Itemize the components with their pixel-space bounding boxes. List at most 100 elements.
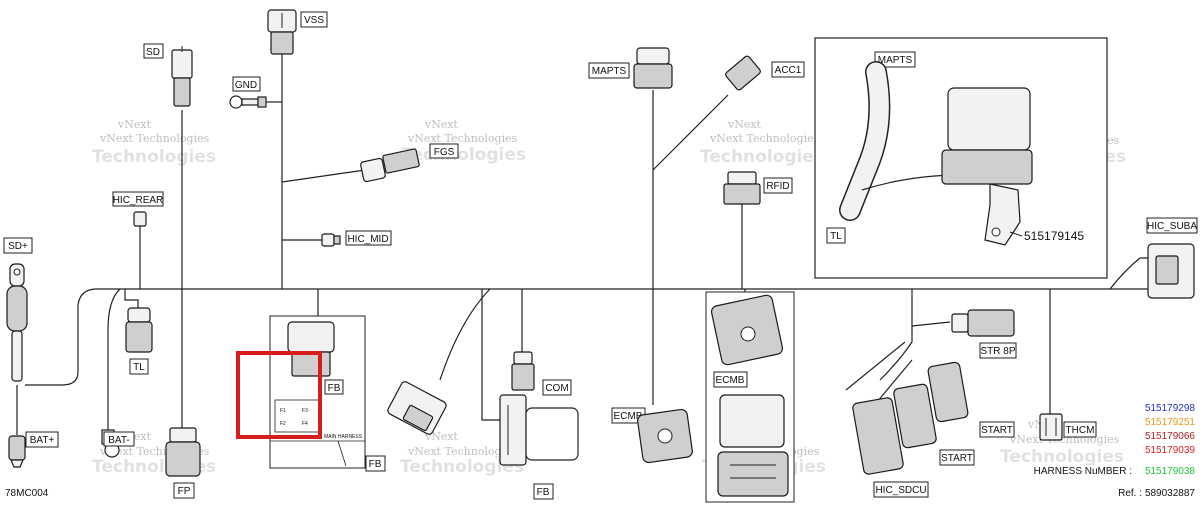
fb-com-block[interactable]	[499, 394, 579, 466]
hic-suba-connector[interactable]	[1147, 243, 1195, 299]
fuse-box-relay[interactable]	[287, 321, 335, 377]
thcm-connector-body	[1039, 413, 1063, 441]
hic-rear-connector-body	[133, 211, 147, 227]
watermark-text: vNext Technologies	[709, 132, 820, 145]
fuse-f1-label: F1	[280, 408, 286, 414]
rfid-connector-latch	[727, 171, 757, 185]
ecmb-left-connector-port	[657, 428, 673, 444]
tl-connector-latch	[127, 307, 151, 323]
thcm-connector[interactable]	[1039, 413, 1063, 441]
ecmb-left-connector[interactable]	[637, 408, 693, 464]
fp-connector[interactable]	[165, 427, 201, 477]
start-2-label-box	[939, 449, 975, 466]
ecmb-right-connector-bottom[interactable]	[717, 394, 789, 497]
thcm-label-box	[1063, 421, 1097, 438]
str-8p-connector-latch	[951, 313, 969, 333]
sd-plus-terminal-hole	[13, 268, 21, 276]
mapts-connector-body	[633, 63, 673, 89]
inset-sensor[interactable]	[941, 87, 1033, 246]
fgs-connector-body	[360, 157, 386, 183]
inset-tl-label: TL	[830, 231, 842, 242]
watermark-text: vNext Technologies	[99, 132, 210, 145]
watermark-text: vNext	[424, 430, 459, 443]
fb-com-block-mount	[499, 394, 527, 466]
rfid-connector[interactable]	[723, 171, 761, 205]
hic-suba-connector-plug	[1155, 255, 1179, 285]
hic-mid-connector[interactable]	[321, 233, 341, 247]
sd-plus-wire	[25, 288, 96, 386]
bat-plus-label: BAT+	[30, 435, 55, 446]
acc1-connector-body	[725, 55, 761, 91]
bat-minus-label: BAT-	[108, 435, 129, 446]
acc1-connector[interactable]	[724, 55, 761, 91]
sd-connector[interactable]	[171, 46, 193, 107]
sd-plus-terminal-boot	[6, 285, 28, 332]
bat-plus-label-box	[25, 431, 59, 448]
acc1-label: ACC1	[775, 65, 802, 76]
relay-wire	[439, 288, 491, 381]
harness-wires	[25, 52, 1155, 430]
com-connector[interactable]	[511, 351, 535, 391]
sdcu-wire	[879, 289, 913, 381]
str-8p-connector-body	[967, 309, 1015, 337]
fgs-connector[interactable]	[360, 148, 420, 183]
fb-com-label-box	[533, 483, 554, 500]
fp-connector-body	[165, 441, 201, 477]
watermark-text: Technologies	[400, 457, 524, 477]
hic-rear-connector[interactable]	[133, 211, 147, 227]
watermark-text: Technologies	[402, 145, 526, 165]
ground-ring-terminal[interactable]	[229, 95, 267, 109]
hic-suba-label-box	[1146, 217, 1198, 234]
hic-sdcu-label: HIC_SDCU	[875, 485, 926, 496]
fb-com-label: FB	[537, 487, 550, 498]
inset-sensor-bolt-hole	[991, 227, 1001, 237]
relay-connector[interactable]	[386, 380, 447, 435]
fgs-wire	[281, 169, 366, 183]
fuse-f4-label: F4	[302, 421, 308, 427]
ecmb-left-label: ECMB	[614, 411, 643, 422]
ecmb-right-connector-top[interactable]	[710, 294, 784, 366]
start-1-label-box	[979, 421, 1015, 438]
bat-plus-terminal-tip	[10, 459, 24, 468]
tl-wire	[124, 289, 139, 308]
ground-ring-icon	[229, 95, 243, 109]
vss-label-box	[300, 11, 328, 28]
sd-plus-terminal-sleeve	[11, 330, 23, 382]
fb-com-wire	[481, 289, 500, 421]
sd-plus-label: SD+	[8, 241, 28, 252]
hic-sdcu-connectors[interactable]	[845, 341, 969, 475]
bat-plus-terminal-boot	[8, 435, 26, 461]
sdcu-connector-3	[927, 361, 969, 423]
harness-number: 515179298	[1145, 403, 1195, 414]
bat-plus-terminal[interactable]	[8, 435, 26, 468]
inset-tl-label-box	[826, 227, 846, 244]
ground-ring-crimp	[241, 98, 259, 106]
tl-connector[interactable]	[125, 307, 153, 353]
mapts-connector[interactable]	[633, 47, 673, 89]
thcm-label: THCM	[1066, 425, 1095, 436]
sd-connector-body	[171, 49, 193, 79]
str-8p-connector[interactable]	[951, 309, 1015, 337]
com-label: COM	[545, 383, 568, 394]
acc1-label-box	[771, 61, 805, 78]
sdcu-connector-2	[893, 383, 937, 449]
fgs-label: FGS	[434, 147, 455, 158]
ground-ring-sleeve	[257, 96, 267, 108]
ecmb-right-connector-top-port	[740, 326, 756, 342]
watermark-text: Technologies	[700, 147, 824, 167]
highlight-box[interactable]	[236, 351, 322, 439]
mapts-label: MAPTS	[592, 66, 627, 77]
harness-number-main: 515179038	[1145, 466, 1195, 477]
sdcu-connector-1	[852, 397, 904, 475]
watermark-text: Technologies	[1000, 447, 1124, 467]
sd-plus-terminal[interactable]	[6, 263, 28, 382]
harness-number-label: HARNESS NuMBER :	[1034, 466, 1132, 477]
start-2-label: START	[941, 453, 973, 464]
vss-connector[interactable]	[267, 9, 297, 55]
fuse-f2-label: F2	[280, 421, 286, 427]
str-8p-label-box	[979, 342, 1017, 359]
inset-hose[interactable]	[839, 61, 891, 221]
fb-upper-label-box	[324, 379, 344, 395]
fuse-f3-label: F3	[302, 408, 308, 414]
harness-legend: 515179298515179251515179066515179039HARN…	[1034, 403, 1196, 499]
